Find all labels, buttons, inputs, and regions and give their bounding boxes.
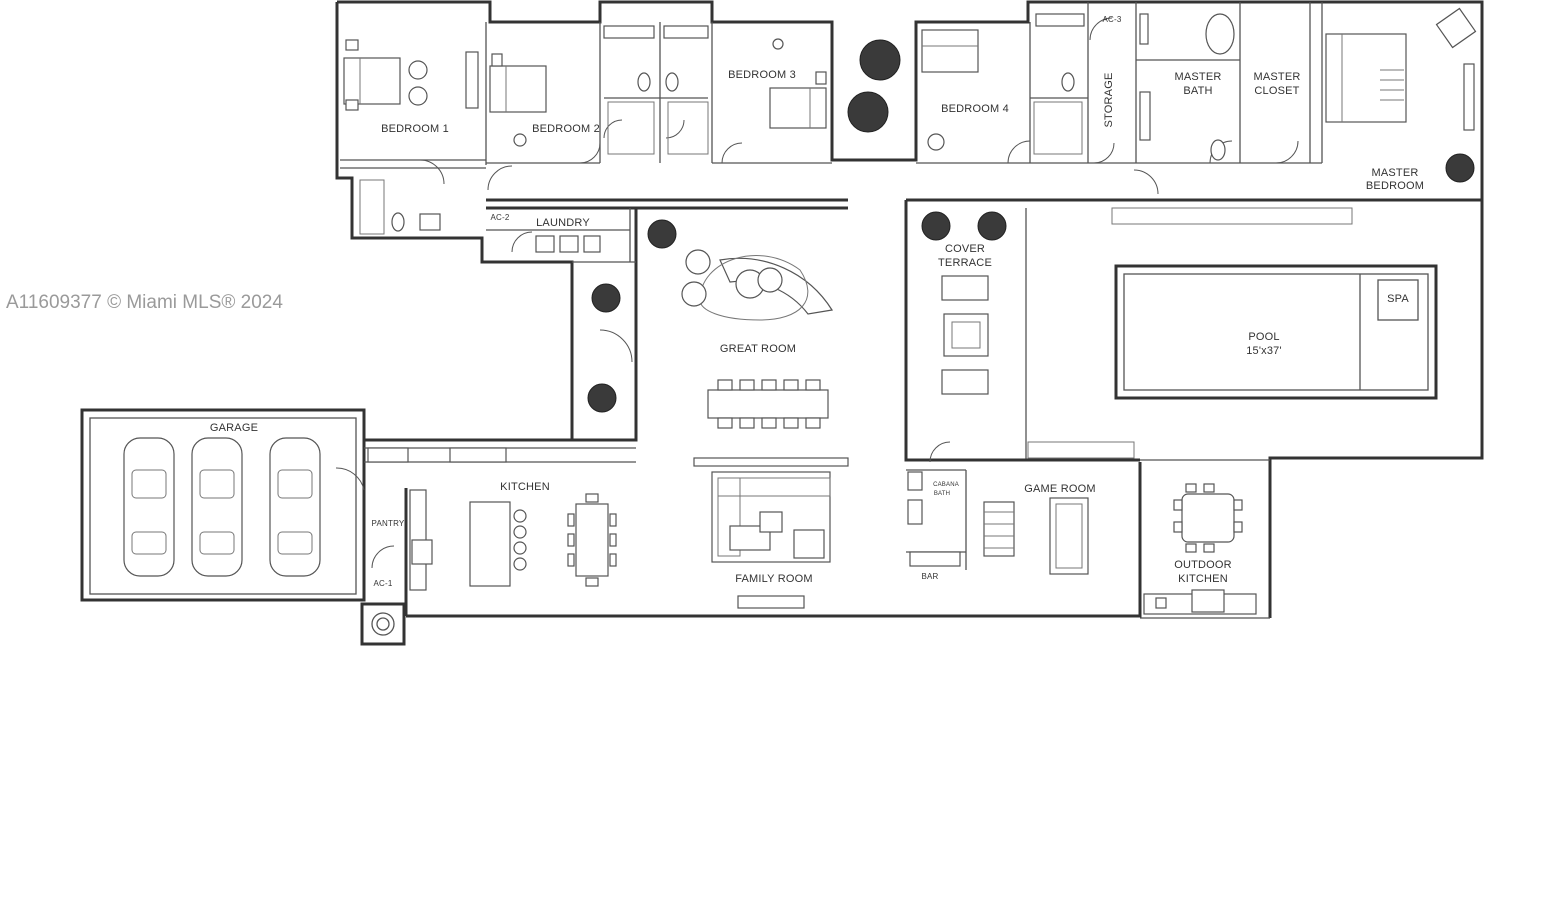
game-room-furniture [907,471,1089,575]
label-game-room: GAME ROOM [1024,483,1095,495]
label-outdoor-kitchen-1: OUTDOOR [1174,559,1232,571]
label-cover-terrace-2: TERRACE [938,257,992,269]
label-bedroom-3: BEDROOM 3 [728,69,796,81]
label-cover-terrace-1: COVER [945,243,985,255]
terrace-furniture [941,275,989,395]
outdoor-kitchen-furniture [1143,483,1257,615]
exterior-walls [80,0,1484,646]
label-kitchen: KITCHEN [500,481,550,493]
label-bar: BAR [921,572,938,581]
label-spa: SPA [1387,293,1409,305]
label-outdoor-kitchen-2: KITCHEN [1178,573,1228,585]
watermark: A11609377 © Miami MLS® 2024 [6,292,283,313]
laundry-appliances [535,235,601,253]
label-family-room: FAMILY ROOM [735,573,813,585]
label-pantry: PANTRY [372,519,405,528]
label-ac-3: AC-3 [1102,15,1121,24]
label-bedroom-2: BEDROOM 2 [532,123,600,135]
label-pool-size: 15'x37' [1246,345,1282,357]
pool-outline [1114,264,1438,400]
great-room-furniture [681,249,833,429]
label-ac-2: AC-2 [490,213,509,222]
garage-cars [123,437,321,577]
label-master-bath-2: BATH [1183,85,1212,97]
label-storage: STORAGE [1103,73,1115,128]
label-master-closet-1: MASTER [1253,71,1300,83]
kitchen-furniture [367,447,617,591]
label-garage: GARAGE [210,422,258,434]
planters [587,39,1475,413]
bedroom-furniture [343,7,1477,161]
label-master-bedroom-2: BEDROOM [1366,180,1424,192]
family-room-furniture [693,457,849,609]
bath-fixtures [359,13,1085,235]
label-ac-1: AC-1 [373,579,392,588]
label-master-bath-1: MASTER [1174,71,1221,83]
label-cabana-bath-2: BATH [934,491,950,497]
label-bedroom-1: BEDROOM 1 [381,123,449,135]
label-master-bedroom-1: MASTER [1371,167,1418,179]
label-pool: POOL [1248,331,1279,343]
label-great-room: GREAT ROOM [720,343,796,355]
label-bedroom-4: BEDROOM 4 [941,103,1009,115]
label-laundry: LAUNDRY [536,217,590,229]
label-master-closet-2: CLOSET [1254,85,1299,97]
hedge-strips [1027,207,1353,459]
label-cabana-bath-1: CABANA [933,482,959,488]
room-labels: BEDROOM 1 BEDROOM 2 BEDROOM 3 BEDROOM 4 … [210,15,1424,588]
